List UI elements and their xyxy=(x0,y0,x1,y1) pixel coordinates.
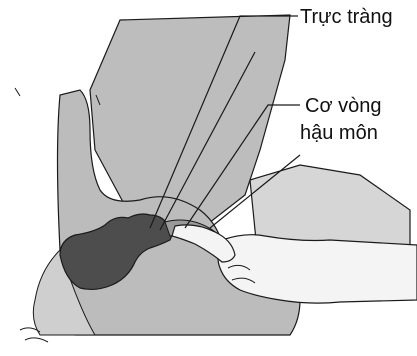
label-anal-sphincter-line1: Cơ vòng xyxy=(305,95,381,117)
label-anal-sphincter-line2: hậu môn xyxy=(300,122,378,144)
label-rectum: Trực tràng xyxy=(300,6,393,28)
